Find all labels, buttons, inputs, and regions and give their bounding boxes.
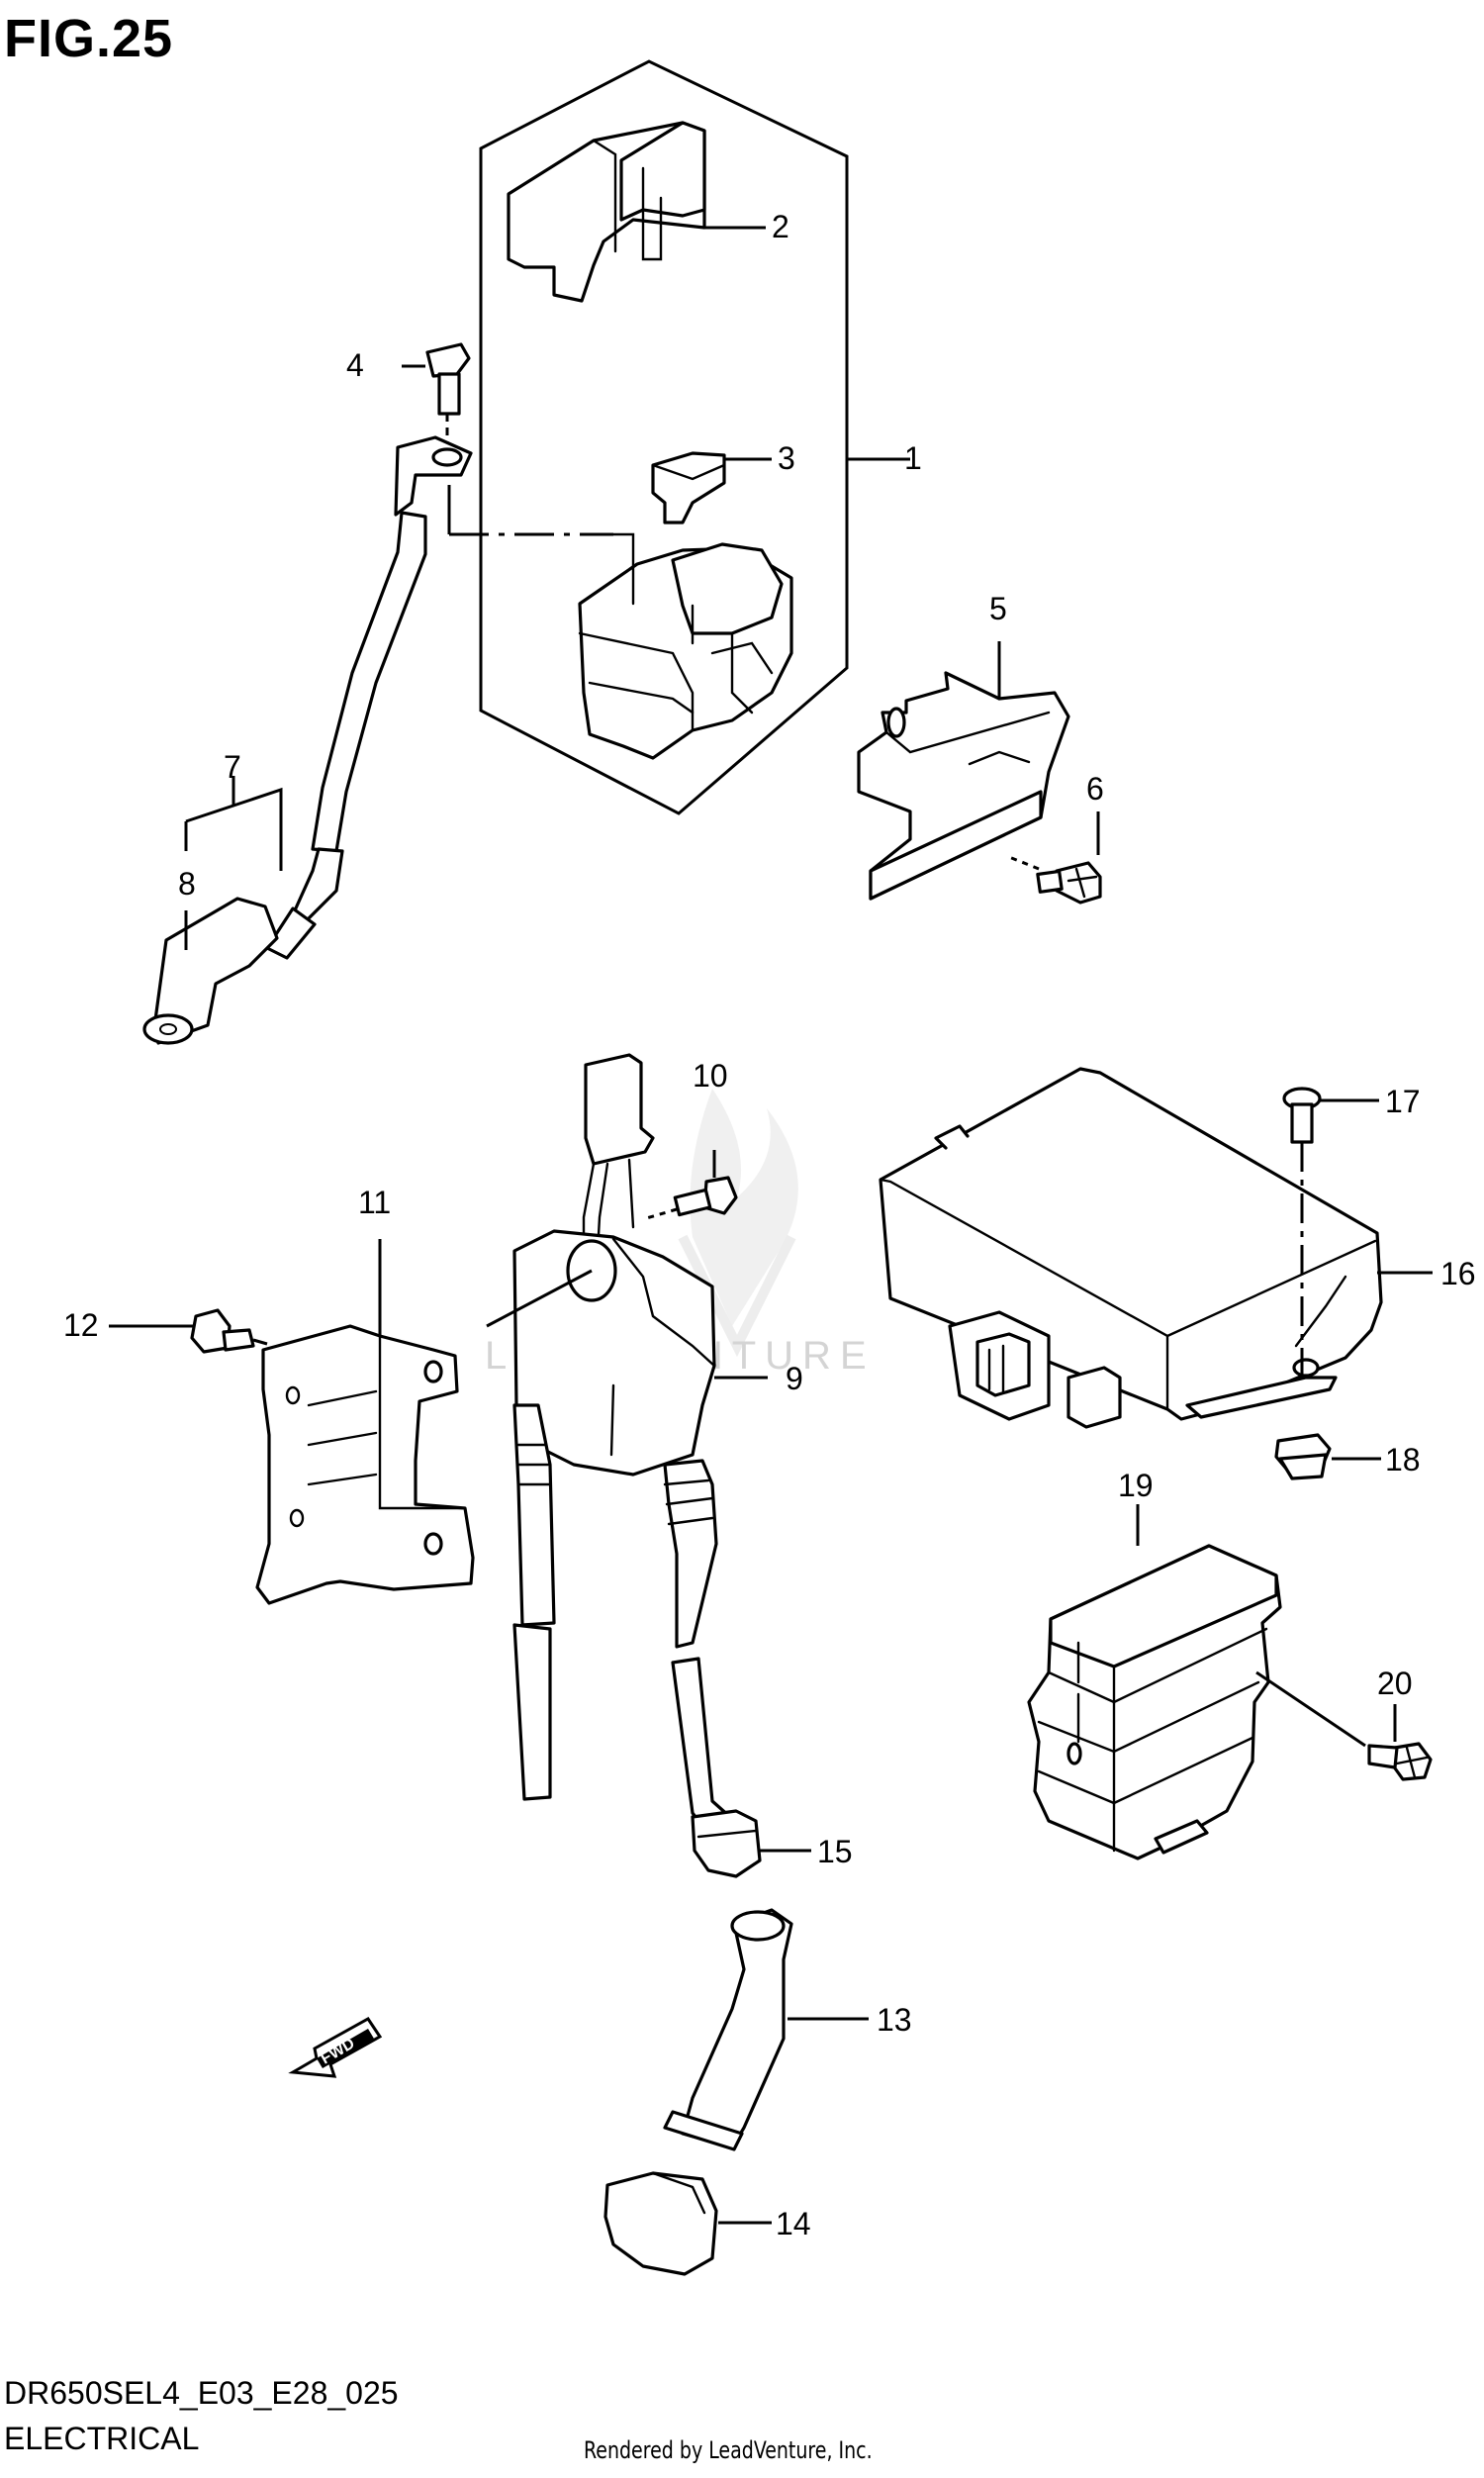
fwd-arrow-icon: FWD xyxy=(288,2017,383,2078)
callout-11: 11 xyxy=(358,1185,391,1220)
callout-19: 19 xyxy=(1118,1468,1154,1503)
callout-20: 20 xyxy=(1377,1666,1413,1701)
relay-bracket xyxy=(857,641,1102,905)
callout-6: 6 xyxy=(1086,771,1104,807)
callout-2: 2 xyxy=(772,209,789,244)
callout-numbers: 1 2 3 4 5 6 7 8 9 10 11 12 13 14 15 16 1… xyxy=(63,209,1476,2241)
callout-12: 12 xyxy=(63,1307,99,1343)
render-credit: Rendered by LeadVenture, Inc. xyxy=(584,2436,873,2464)
callout-7: 7 xyxy=(224,749,241,785)
watermark-logo xyxy=(678,1089,798,1358)
callout-17: 17 xyxy=(1385,1084,1421,1119)
callout-14: 14 xyxy=(776,2206,811,2241)
callout-10: 10 xyxy=(693,1058,728,1094)
figure-title: FIG.25 xyxy=(4,9,174,68)
callout-4: 4 xyxy=(346,347,364,383)
callout-3: 3 xyxy=(778,440,795,476)
battery-cable xyxy=(142,435,473,1045)
callout-9: 9 xyxy=(786,1361,803,1396)
callout-8: 8 xyxy=(178,866,196,902)
diagram-code: DR650SEL4_E03_E28_025 xyxy=(4,2375,399,2411)
bolt-10 xyxy=(642,1150,738,1221)
bolt-12 xyxy=(109,1308,268,1354)
callout-13: 13 xyxy=(877,2002,912,2038)
callout-1: 1 xyxy=(904,440,922,476)
regulator-rectifier xyxy=(1027,1504,1433,1860)
coil-bracket xyxy=(255,1239,475,1605)
section-title: ELECTRICAL xyxy=(4,2421,200,2456)
ignition-coil-group xyxy=(486,1053,869,2276)
cdi-unit xyxy=(879,1067,1433,1480)
starter-relay-assembly xyxy=(447,59,910,815)
callout-15: 15 xyxy=(817,1834,853,1869)
callout-16: 16 xyxy=(1440,1256,1476,1291)
callout-5: 5 xyxy=(989,591,1007,626)
callout-18: 18 xyxy=(1385,1442,1421,1477)
